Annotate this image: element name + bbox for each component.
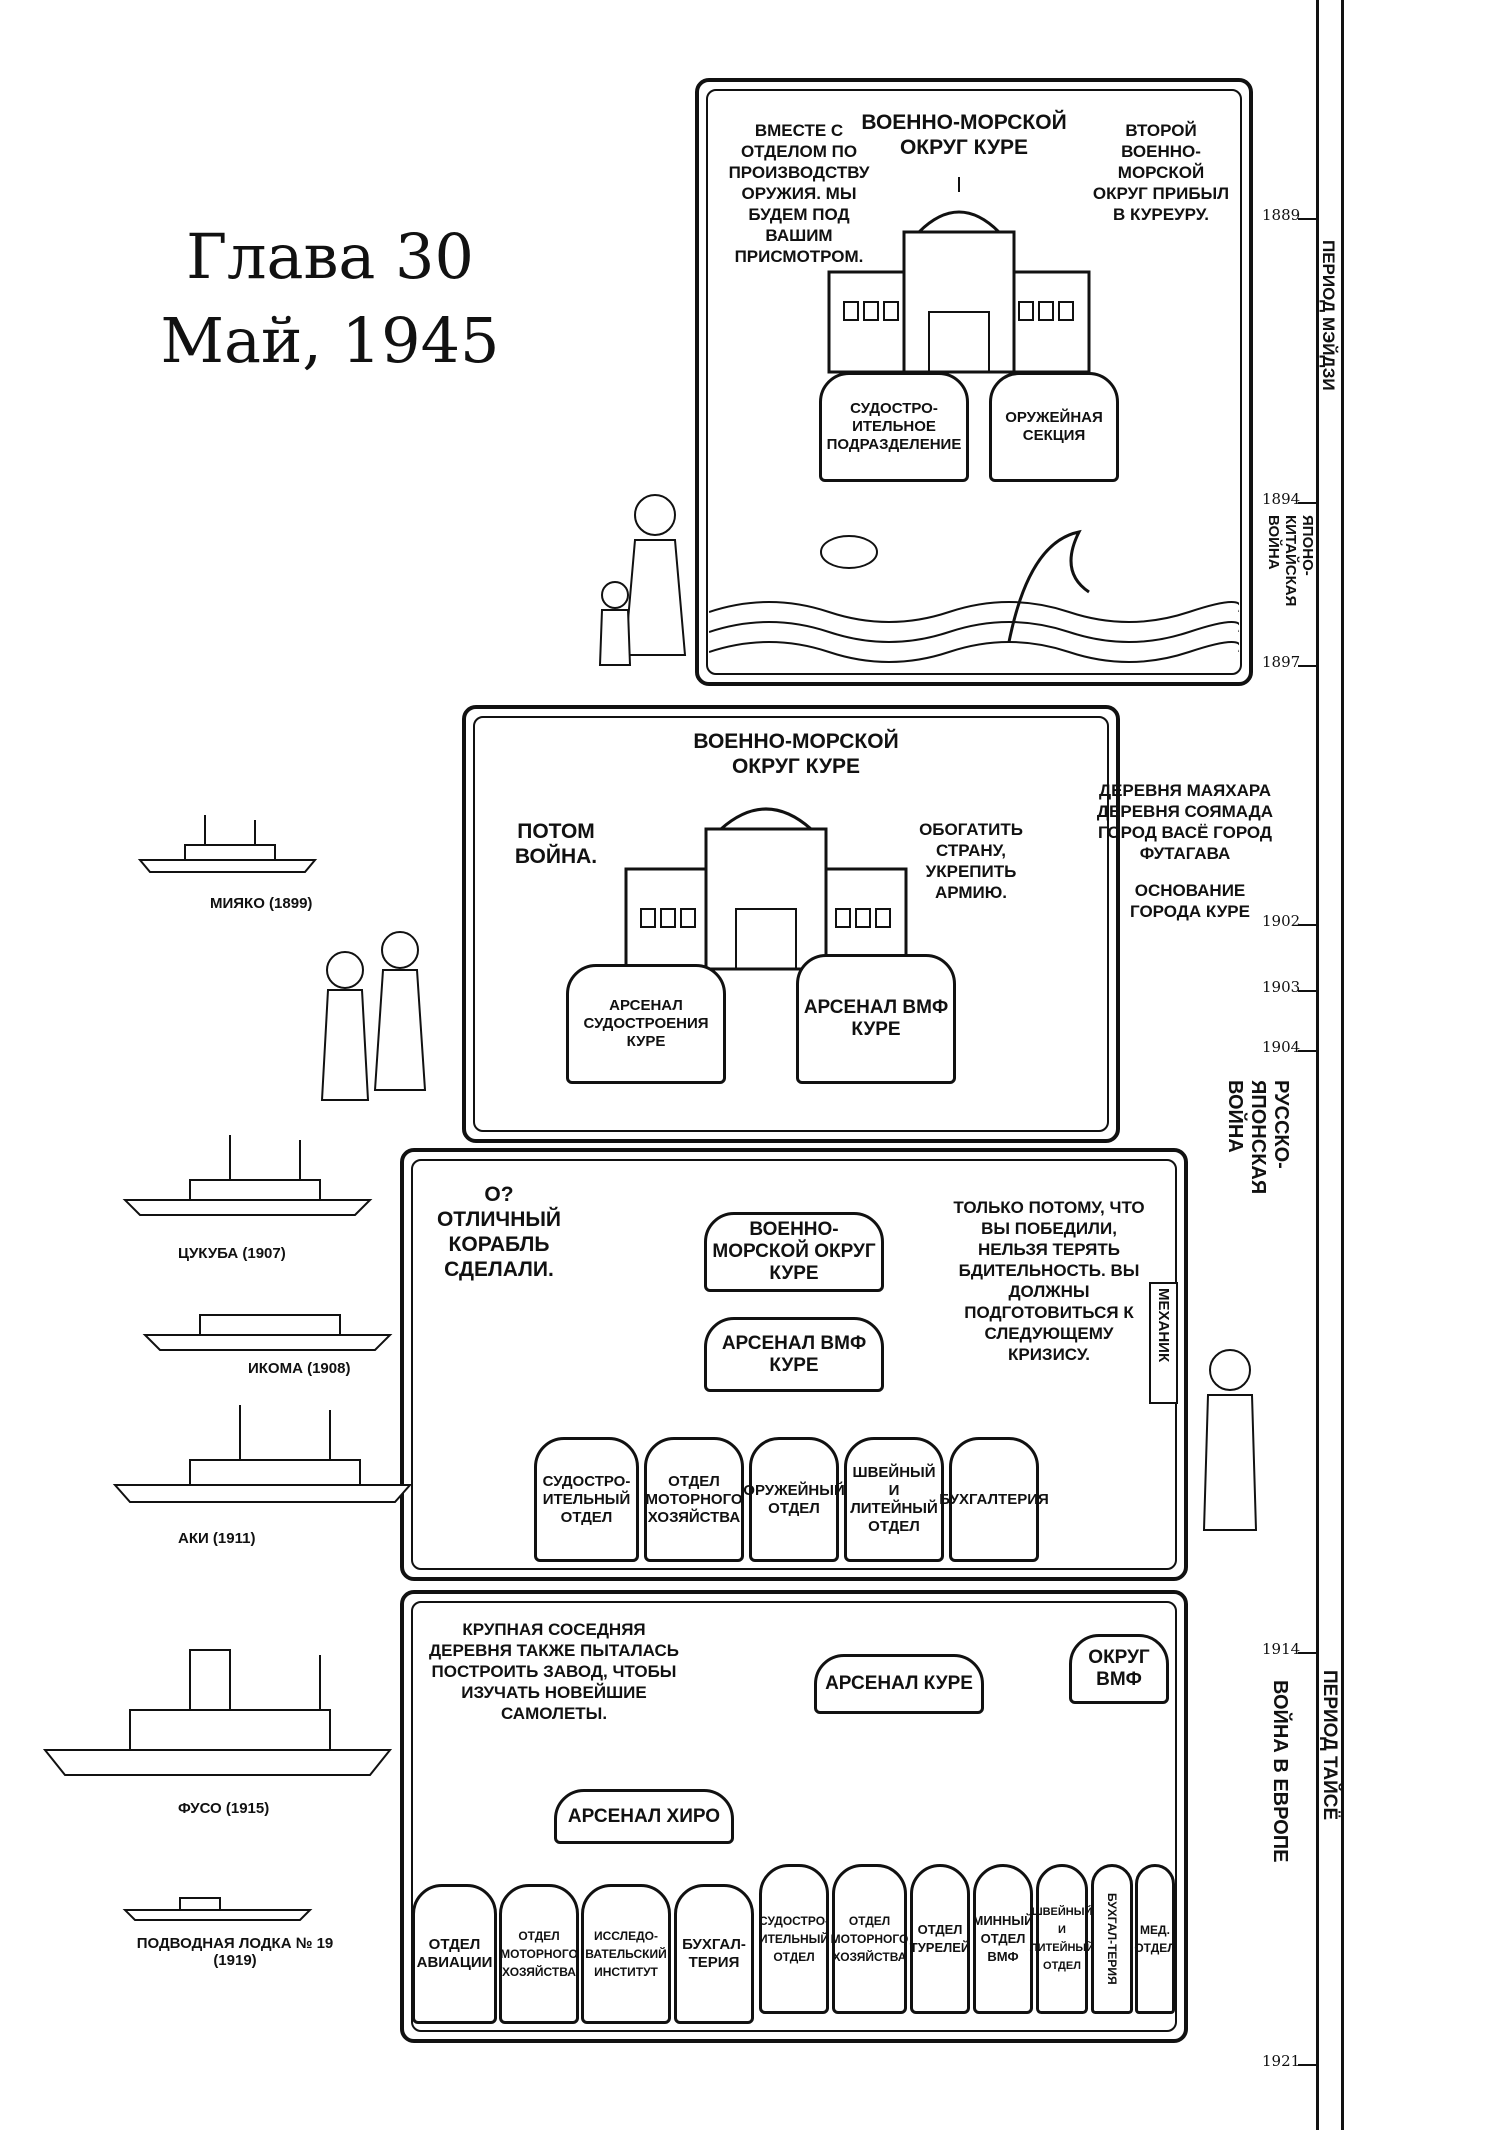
panel3-navy-arsenal-box: Арсенал ВМФ Куре — [704, 1317, 884, 1392]
panel4-kure-house: Минный отдел ВМФ — [972, 1864, 1034, 2014]
panel1-house-shipbuilding: Судостро-ительное подразделение — [819, 372, 969, 482]
ship-drawing — [142, 1314, 393, 1351]
ship-label-ikoma: Икома (1908) — [248, 1360, 351, 1377]
panel3-house: Швейный и литейный отдел — [844, 1437, 944, 1562]
period-taisho: Период тайсё — [1319, 1670, 1340, 1821]
panel4-left-text: Крупная соседняя деревня также пыталась … — [429, 1620, 679, 1723]
panel2-villages-text: Деревня Маяхара Деревня Соямада Город Ва… — [1096, 781, 1274, 863]
panel1-top-text: Военно-морской округ Куре — [861, 111, 1067, 159]
panel2-founding-text: Основание города Куре — [1130, 881, 1250, 921]
panel-4: Крупная соседняя деревня также пыталась … — [400, 1590, 1188, 2043]
year-label: 1902 — [1262, 912, 1301, 930]
panel-3: О? Отличный корабль сделали. Военно-морс… — [400, 1148, 1188, 1581]
naval-building-drawing — [827, 177, 1091, 382]
panel2-house-navy-arsenal: Арсенал ВМФ Куре — [796, 954, 956, 1084]
mechanic-figure — [1202, 1349, 1258, 1531]
ship-drawing — [122, 1135, 373, 1216]
panel2-house-shipbuilding-arsenal: Арсенал судостроения Куре — [566, 964, 726, 1084]
panel3-house: Судостро-ительный отдел — [534, 1437, 639, 1562]
panel4-navy-district: Округ ВМФ — [1069, 1634, 1169, 1704]
ship-label-fuso: Фусо (1915) — [178, 1800, 270, 1817]
panel4-kure-house: Бухгал-терия — [1091, 1864, 1133, 2014]
panel2-left-text: Потом война. — [514, 820, 598, 868]
ship-label-tsukuba: Цукуба (1907) — [178, 1245, 286, 1262]
period-russo-japanese-war: Русско-японская война — [1224, 1080, 1292, 1195]
panel4-hiro-house: Бухгал-терия — [674, 1884, 754, 2024]
panel1-right-text: Второй военно-морской округ прибыл в Кур… — [1092, 121, 1230, 224]
panel-2: Военно-морской округ Куре Потом война. О… — [462, 705, 1120, 1143]
waves-drawing — [709, 529, 1239, 663]
panel3-mechanic-label: Механик — [1149, 1282, 1178, 1404]
ship-drawing — [137, 815, 318, 873]
period-meiji: Период мэйдзи — [1319, 240, 1338, 391]
panel4-arsenal-kure: Арсенал Куре — [814, 1654, 984, 1714]
panel4-kure-house: Швейный и литейный отдел — [1030, 1864, 1094, 2014]
panel3-right-text: Только потому, что вы победили, нельзя т… — [953, 1198, 1145, 1364]
year-label: 1903 — [1262, 978, 1301, 996]
year-label: 1921 — [1262, 2052, 1301, 2070]
panel4-hiro-house: Отдел моторного хозяйства — [499, 1884, 579, 2024]
panel4-hiro-house: Отдел авиации — [412, 1884, 497, 2024]
ship-label-submarine: Подводная лодка № 19 (1919) — [136, 1935, 334, 1969]
year-label: 1897 — [1262, 653, 1301, 671]
panel-1: Вместе с отделом по производству оружия.… — [695, 78, 1253, 686]
panel4-kure-house: Отдел моторного хозяйства — [831, 1864, 908, 2014]
chapter-date: Май, 1945 — [160, 304, 500, 377]
ship-drawing — [112, 1405, 413, 1503]
panel4-kure-house: Мед. отдел — [1134, 1864, 1176, 2014]
panel1-left-text: Вместе с отделом по производству оружия.… — [728, 121, 870, 266]
year-label: 1914 — [1262, 1640, 1301, 1658]
ship-drawing — [42, 1649, 393, 1776]
panel1-house-weapons: Оружейная секция — [989, 372, 1119, 482]
year-label: 1904 — [1262, 1038, 1301, 1056]
waving-children-figure — [320, 931, 427, 1101]
mother-and-child-figure — [598, 494, 687, 666]
panel4-arsenal-hiro: Арсенал Хиро — [554, 1789, 734, 1844]
panel2-right-text: Обогатить страну, укрепить армию. — [919, 820, 1023, 902]
panel3-house: Отдел моторного хозяйства — [644, 1437, 744, 1562]
year-label: 1889 — [1262, 206, 1301, 224]
period-war-in-europe: Война в Европе — [1269, 1680, 1291, 1863]
ship-label-miyako: Мияко (1899) — [210, 895, 313, 912]
panel3-house: Оружейный отдел — [743, 1437, 845, 1562]
panel4-hiro-house: Исследо-вательский институт — [581, 1884, 671, 2024]
panel4-kure-house: Отдел турелей — [910, 1864, 970, 2014]
ship-label-aki: Аки (1911) — [178, 1530, 256, 1547]
chapter-number: Глава 30 — [186, 220, 474, 293]
chapter-title: Глава 30 Май, 1945 — [150, 215, 510, 383]
year-label: 1894 — [1262, 490, 1301, 508]
panel3-house: Бухгалтерия — [939, 1437, 1049, 1562]
naval-building-drawing — [624, 807, 908, 971]
period-sino-japanese-war: Японо-китайская война — [1265, 515, 1316, 607]
panel3-navy-district-box: Военно-морской округ Куре — [704, 1212, 884, 1292]
panel3-left-text: О? Отличный корабль сделали. — [436, 1183, 562, 1281]
panel2-top-text: Военно-морской округ Куре — [693, 730, 899, 778]
panel4-kure-house: Судостро-ительный отдел — [759, 1864, 829, 2014]
ship-drawing — [122, 1897, 313, 1921]
timeline-bar — [1316, 0, 1344, 2130]
